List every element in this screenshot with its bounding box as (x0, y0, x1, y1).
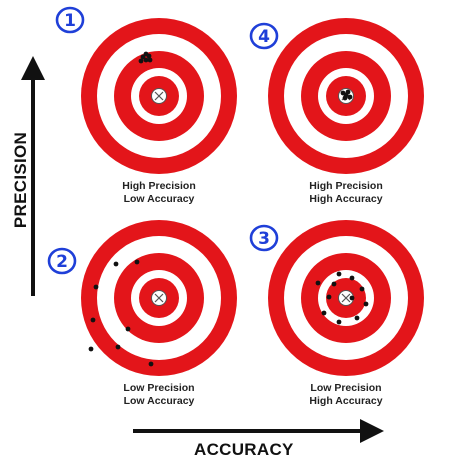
hit-dot (321, 310, 327, 316)
hit-dot (147, 57, 153, 63)
hit-dot (93, 284, 99, 290)
hit-dot (140, 54, 146, 60)
target-2: 4 (249, 18, 424, 174)
hit-dot (113, 261, 119, 267)
caption-line-accuracy: High Accuracy (309, 395, 383, 407)
marker-circle-icon (47, 247, 77, 275)
caption-line-accuracy: Low Accuracy (123, 193, 195, 205)
hit-dot (143, 57, 149, 63)
hit-dot (343, 92, 349, 98)
marker-circle-icon (249, 224, 279, 252)
hit-dot (134, 259, 140, 265)
hit-dot (349, 275, 355, 281)
hit-dot (349, 295, 355, 301)
number-marker: 3 (249, 224, 279, 252)
hit-dot (115, 344, 121, 350)
hit-dot (315, 280, 321, 286)
hit-dot (90, 317, 96, 323)
number-marker: 1 (55, 6, 85, 34)
marker-number: 1 (64, 11, 76, 31)
number-marker: 4 (249, 22, 279, 50)
hit-dot (359, 286, 365, 292)
bullseye-cross-icon (341, 293, 351, 303)
caption-line-precision: High Precision (309, 180, 383, 192)
hit-dot (88, 346, 94, 352)
caption-line-precision: Low Precision (310, 382, 382, 394)
caption-low-precision-low-accuracy: Low Precision Low Accuracy (79, 382, 239, 408)
hit-dot (143, 51, 149, 57)
hit-dot (326, 294, 332, 300)
precision-axis-label: PRECISION (11, 131, 30, 229)
accuracy-axis-label: ACCURACY (194, 440, 294, 459)
hit-dot (336, 319, 342, 325)
bullseye-cross-icon (154, 91, 164, 101)
hit-dot (354, 315, 360, 321)
target-1: 1 (55, 6, 237, 174)
hit-dot (363, 301, 369, 307)
caption-line-precision: Low Precision (123, 382, 195, 394)
hit-dot (138, 58, 144, 64)
caption-line-accuracy: High Accuracy (309, 193, 383, 205)
caption-line-accuracy: Low Accuracy (123, 395, 195, 407)
hit-dot (148, 361, 154, 367)
number-marker: 2 (47, 247, 77, 275)
caption-low-precision-high-accuracy: Low Precision High Accuracy (266, 382, 426, 408)
caption-line-precision: High Precision (122, 180, 196, 192)
marker-circle-icon (249, 22, 279, 50)
marker-number: 2 (56, 252, 68, 272)
caption-high-precision-high-accuracy: High Precision High Accuracy (266, 180, 426, 206)
hit-dot (347, 94, 353, 100)
caption-high-precision-low-accuracy: High Precision Low Accuracy (79, 180, 239, 206)
hit-dot (331, 281, 337, 287)
marker-circle-icon (55, 6, 85, 34)
hit-dot (125, 326, 131, 332)
target-3: 2 (47, 220, 237, 376)
precision-axis-arrow (21, 56, 45, 296)
bullseye-cross-icon (154, 293, 164, 303)
marker-number: 3 (258, 229, 270, 249)
target-4: 3 (249, 220, 424, 376)
hit-dot (336, 271, 342, 277)
marker-number: 4 (258, 27, 270, 47)
accuracy-axis-arrow (133, 419, 384, 443)
